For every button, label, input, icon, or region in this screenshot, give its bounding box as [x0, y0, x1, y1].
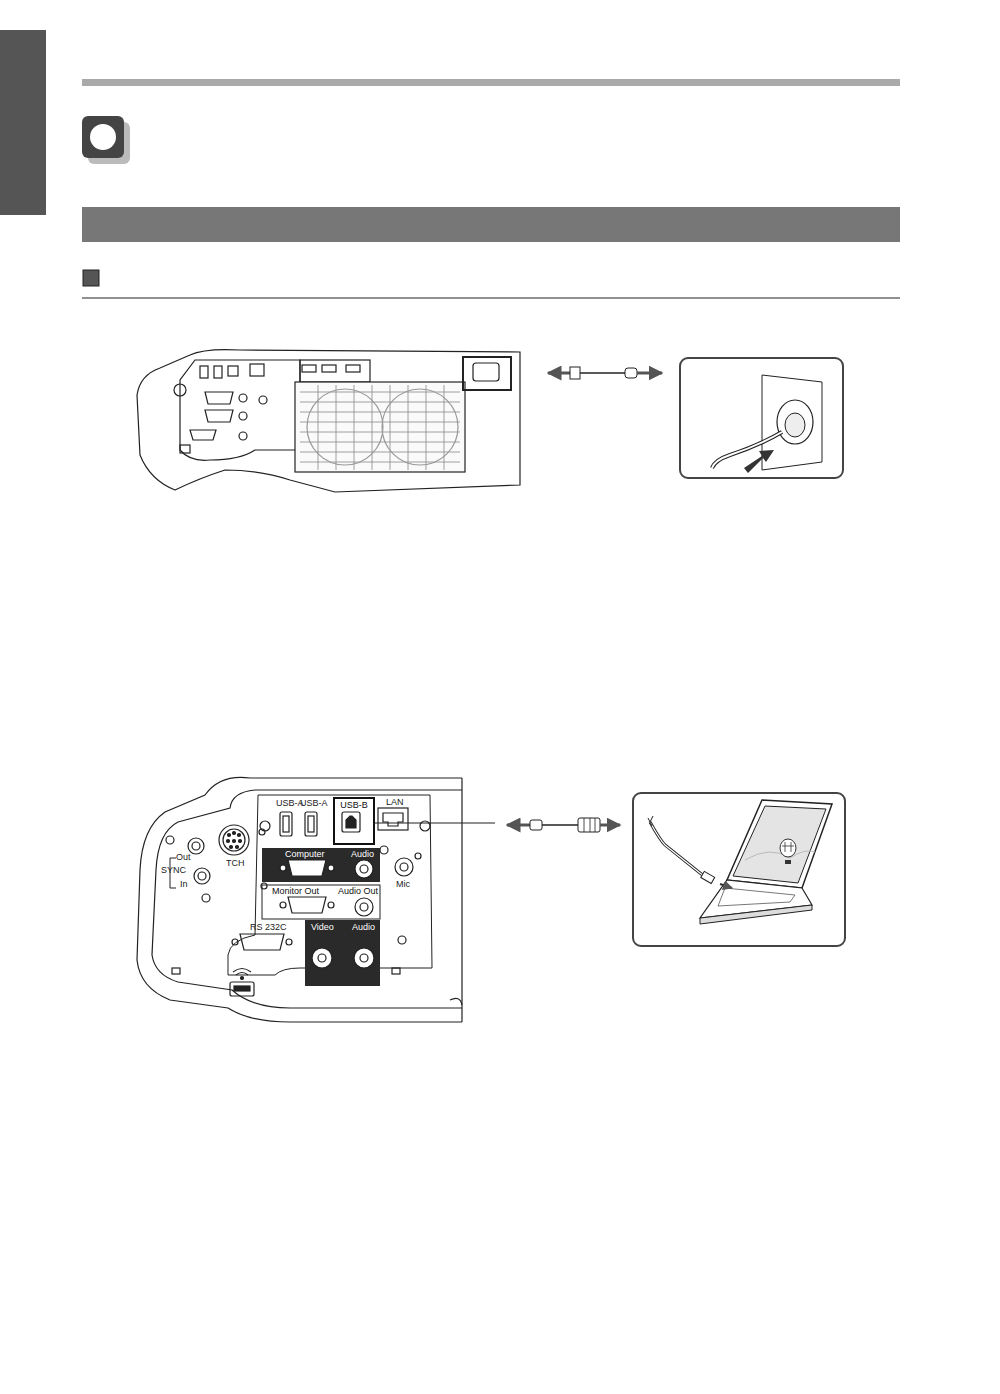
port-label: LAN	[386, 797, 404, 808]
subsection-rule	[82, 298, 900, 299]
port-label: USB-A	[300, 798, 328, 809]
connector-band: Computer Audio	[262, 848, 380, 882]
port-label: Out	[176, 852, 191, 863]
port-label: SYNC	[161, 865, 186, 876]
chapter-icon	[82, 116, 124, 158]
laptop	[633, 793, 845, 946]
connector-band: Video Audio	[305, 920, 380, 986]
subsection-mark	[83, 270, 99, 286]
port-label: USB-A	[276, 798, 304, 809]
header-rule	[82, 79, 900, 86]
port-highlight-box: USB-B	[333, 797, 375, 845]
port-label: RS 232C	[250, 922, 287, 933]
port-label: Mic	[396, 879, 410, 890]
section-band	[82, 207, 900, 242]
port-label: Computer	[285, 849, 325, 860]
port-label: TCH	[226, 858, 245, 869]
port-label: USB-B	[340, 800, 368, 811]
side-tab	[0, 30, 46, 215]
port-panel	[137, 777, 462, 1022]
icon-circle	[90, 124, 116, 150]
power-cable	[548, 367, 662, 379]
connector-band: Monitor Out Audio Out	[262, 885, 380, 919]
port-label: In	[180, 879, 188, 890]
port-label: Video	[311, 922, 334, 933]
projector-rear	[137, 350, 520, 492]
wall-outlet	[680, 358, 843, 478]
usb-cable	[375, 818, 620, 832]
port-label: Audio	[351, 849, 374, 860]
port-label: Audio Out	[338, 886, 378, 897]
port-label: Audio	[352, 922, 375, 933]
port-label: Monitor Out	[272, 886, 319, 897]
